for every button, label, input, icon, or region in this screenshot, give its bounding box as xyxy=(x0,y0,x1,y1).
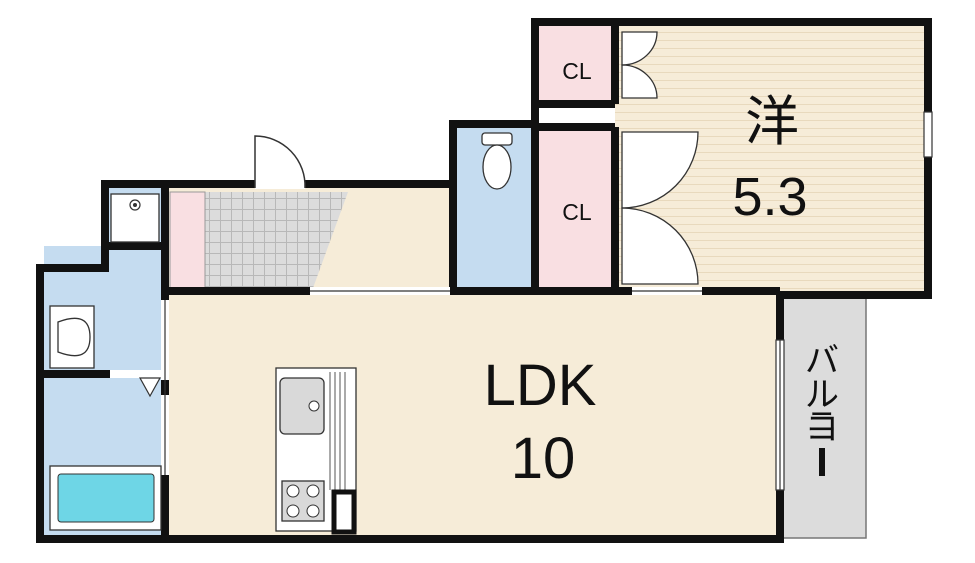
toilet-icon xyxy=(481,132,513,190)
western-room-size: 5.3 xyxy=(732,167,807,227)
closet-mid-floor xyxy=(535,127,615,291)
bathroom-door-icon xyxy=(138,377,162,398)
balcony-label: バ ル コ ニ ー xyxy=(805,341,839,476)
ldk-floor xyxy=(165,291,780,536)
ldk-size: 10 xyxy=(511,426,576,491)
closet-top-floor xyxy=(535,26,615,104)
balcony-char: ニ xyxy=(807,405,837,440)
sink-icon xyxy=(279,377,325,435)
washbasin-icon xyxy=(49,305,95,369)
balcony-char: バ xyxy=(805,341,839,381)
bathtub-icon xyxy=(49,465,162,531)
washing-machine-spot-icon xyxy=(110,193,160,243)
shoe-cabinet xyxy=(169,191,206,289)
closet-door-icons xyxy=(621,31,699,285)
balcony-char-dash xyxy=(819,448,825,476)
closet-top-label: CL xyxy=(562,58,592,84)
kitchen-counter xyxy=(275,367,357,535)
balcony-char: ー xyxy=(822,474,823,476)
western-room-label: 洋 xyxy=(745,90,799,153)
stove-icon xyxy=(281,480,325,522)
closet-mid-label: CL xyxy=(562,199,592,225)
entrance-tiles xyxy=(205,192,348,288)
balcony-char: ル xyxy=(805,375,839,415)
balcony-char: コ xyxy=(805,409,839,449)
ldk-label: LDK xyxy=(484,353,597,418)
entrance-door-icon xyxy=(254,135,306,189)
window-lines xyxy=(164,111,933,491)
balcony-area xyxy=(779,287,867,539)
